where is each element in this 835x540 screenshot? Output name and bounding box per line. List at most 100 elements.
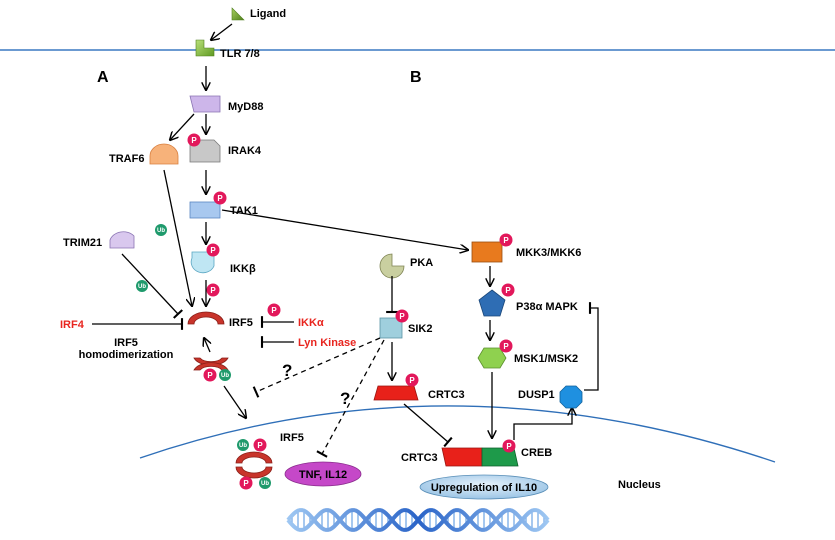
tnf-il12-node bbox=[284, 461, 362, 487]
svg-text:P: P bbox=[503, 236, 509, 245]
dusp1-label: DUSP1 bbox=[518, 389, 555, 401]
svg-text:Ub: Ub bbox=[221, 373, 229, 379]
traf6-label: TRAF6 bbox=[109, 153, 144, 165]
trim21-label: TRIM21 bbox=[63, 237, 102, 249]
irf5-nuclear-dimer bbox=[235, 451, 273, 479]
sik2-label: SIK2 bbox=[408, 323, 432, 335]
svg-text:P: P bbox=[503, 342, 509, 351]
irf5-label: IRF5 bbox=[229, 317, 253, 329]
sik2-dimer-inhibition bbox=[252, 337, 381, 398]
tlr-receptor-icon bbox=[195, 39, 215, 57]
question-mark-2: ? bbox=[340, 389, 350, 408]
phospho-icon: P bbox=[502, 439, 516, 453]
tak1-mkk-arrow bbox=[221, 209, 468, 250]
crtc3-node bbox=[373, 385, 419, 401]
svg-text:P: P bbox=[505, 286, 511, 295]
nuclear-envelope bbox=[139, 405, 776, 463]
phospho-icon: P bbox=[206, 243, 220, 257]
tak1-node bbox=[189, 201, 221, 219]
svg-text:Ub: Ub bbox=[261, 481, 269, 487]
upregulation-label: Upregulation of IL10 bbox=[431, 482, 537, 494]
myd88-label: MyD88 bbox=[228, 101, 263, 113]
svg-text:P: P bbox=[191, 136, 197, 145]
svg-text:P: P bbox=[207, 371, 213, 380]
phospho-icon: P bbox=[213, 191, 227, 205]
crtc3-creb-inhibition bbox=[403, 403, 453, 448]
dusp1-p38-inhibition bbox=[584, 302, 599, 391]
phospho-icon: P bbox=[395, 309, 409, 323]
svg-text:Ub: Ub bbox=[157, 228, 165, 234]
ligand-arrow bbox=[211, 23, 233, 40]
pka-label: PKA bbox=[410, 257, 433, 269]
homodimerization-line2: homodimerization bbox=[79, 349, 174, 361]
svg-text:P: P bbox=[210, 286, 216, 295]
irak4-label: IRAK4 bbox=[228, 145, 262, 157]
myd88-traf6-arrow bbox=[170, 113, 195, 140]
panel-a-label: A bbox=[97, 69, 109, 86]
ubiquitin-icon: Ub bbox=[136, 280, 148, 292]
svg-text:P: P bbox=[271, 306, 277, 315]
svg-text:P: P bbox=[243, 479, 249, 488]
irak4-node bbox=[189, 139, 221, 163]
myd88-node bbox=[189, 95, 221, 113]
lyn-kinase-label: Lyn Kinase bbox=[298, 337, 356, 349]
ikkb-node bbox=[190, 251, 215, 274]
crtc3-nuclear-node bbox=[441, 447, 483, 467]
sik2-tnf-inhibition bbox=[316, 339, 385, 458]
irf5-node bbox=[187, 311, 225, 325]
pka-node bbox=[379, 253, 405, 279]
phospho-icon: P bbox=[267, 303, 281, 317]
ligand-icon bbox=[231, 7, 245, 21]
svg-text:Ub: Ub bbox=[138, 284, 146, 290]
dimer-to-irf5-arrow bbox=[204, 338, 210, 353]
dimer-translocation-arrow bbox=[223, 385, 246, 418]
irf5-nucleus-label: IRF5 bbox=[280, 432, 304, 444]
sik2-node bbox=[379, 317, 403, 339]
svg-text:P: P bbox=[506, 442, 512, 451]
svg-text:P: P bbox=[399, 312, 405, 321]
trim21-irf5-inhibition bbox=[121, 253, 183, 319]
trim21-node bbox=[109, 231, 135, 249]
question-mark-1: ? bbox=[282, 361, 292, 380]
svg-text:P: P bbox=[409, 376, 415, 385]
crtc3-label: CRTC3 bbox=[428, 389, 465, 401]
svg-text:Ub: Ub bbox=[239, 443, 247, 449]
phospho-icon: P bbox=[501, 283, 515, 297]
upregulation-il10-node bbox=[419, 474, 549, 500]
phospho-icon: P bbox=[206, 283, 220, 297]
svg-text:P: P bbox=[217, 194, 223, 203]
ligand-label: Ligand bbox=[250, 8, 286, 20]
ubiquitin-icon: Ub bbox=[237, 439, 249, 451]
p38-label: P38α MAPK bbox=[516, 301, 578, 313]
dna-strand-2 bbox=[286, 508, 550, 532]
mkk-node bbox=[471, 241, 503, 263]
traf6-irf5-arrow bbox=[163, 169, 192, 306]
creb-label: CREB bbox=[521, 447, 552, 459]
dusp1-node bbox=[559, 385, 583, 409]
tlr-label: TLR 7/8 bbox=[220, 48, 260, 60]
ubiquitin-icon: Ub bbox=[219, 369, 231, 381]
phospho-icon: P bbox=[239, 476, 253, 490]
traf6-node bbox=[149, 143, 179, 165]
phospho-icon: P bbox=[499, 233, 513, 247]
crtc3-nucleus-label: CRTC3 bbox=[401, 452, 438, 464]
irf5-dimer bbox=[193, 357, 229, 371]
msk-label: MSK1/MSK2 bbox=[514, 353, 578, 365]
ikkb-label: IKKβ bbox=[230, 263, 256, 275]
homodimerization-line1: IRF5 bbox=[114, 337, 138, 349]
ubiquitin-icon: Ub bbox=[259, 477, 271, 489]
irf4-label: IRF4 bbox=[60, 319, 85, 331]
phospho-icon: P bbox=[499, 339, 513, 353]
ikka-label: IKKα bbox=[298, 317, 324, 329]
mkk-label: MKK3/MKK6 bbox=[516, 247, 581, 259]
dna-helix-icon bbox=[286, 508, 550, 532]
phospho-icon: P bbox=[187, 133, 201, 147]
panel-b-label: B bbox=[410, 69, 422, 86]
tak1-label: TAK1 bbox=[230, 205, 258, 217]
creb-dusp1-arrow bbox=[513, 408, 572, 440]
svg-text:P: P bbox=[257, 441, 263, 450]
svg-text:P: P bbox=[210, 246, 216, 255]
msk-node bbox=[477, 347, 507, 369]
